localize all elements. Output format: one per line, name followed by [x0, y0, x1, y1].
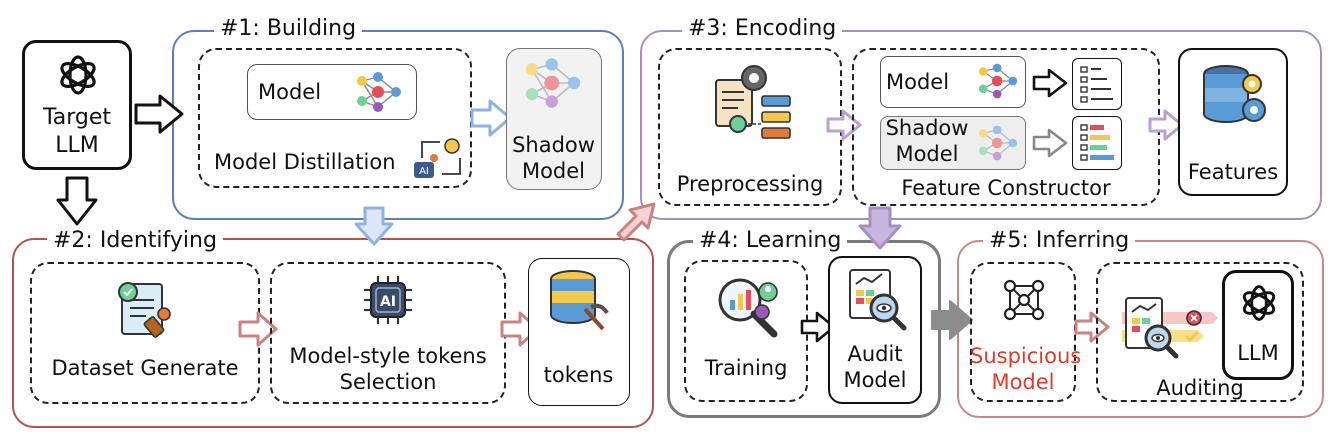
enc-shadow-line1: Shadow — [885, 116, 969, 140]
dataset-generate-label: Dataset Generate — [51, 356, 239, 380]
arrow-right-outline-icon — [1148, 109, 1184, 141]
encoding-panel — [640, 30, 1322, 220]
shadow-model-line1: Shadow — [512, 133, 595, 157]
inferring-title: #5: Inferring — [983, 228, 1136, 254]
bar-chart-icon — [1080, 124, 1114, 161]
ai-distill-icon: AI — [414, 138, 461, 178]
training-label: Training — [704, 356, 788, 380]
target-label-line2: LLM — [55, 133, 99, 158]
features-label: Features — [1187, 160, 1279, 184]
feature-constructor-label: Feature Constructor — [901, 176, 1111, 200]
building-panel — [172, 30, 624, 220]
token-selection-line2: Selection — [339, 370, 437, 394]
tokens-label: tokens — [543, 363, 614, 387]
token-selection-line1: Model-style tokens — [289, 344, 487, 368]
inferring-llm-label: LLM — [1237, 341, 1279, 365]
identifying-panel — [12, 238, 654, 428]
enc-shadow-line2: Model — [895, 142, 959, 166]
audit-model-box: Audit Model — [828, 256, 922, 404]
neural-network-outline-icon — [1003, 279, 1045, 321]
model-label: Model — [258, 80, 322, 104]
arrow-right-outline-icon — [1032, 128, 1068, 158]
distillation-label: Model Distillation — [214, 150, 396, 174]
shadow-model-box: Shadow Model — [506, 48, 602, 190]
audit-model-line2: Model — [843, 368, 907, 392]
arrow-down-icon — [56, 176, 98, 226]
auditing-label: Auditing — [1156, 376, 1244, 400]
database-icon — [550, 270, 609, 331]
features-box: Features — [1178, 48, 1288, 196]
openai-logo-icon — [1242, 285, 1276, 321]
target-llm-box: Target LLM — [22, 40, 132, 170]
arrow-right-outline-icon — [238, 311, 278, 347]
arrow-right-filled-icon — [931, 300, 973, 340]
arrow-up-right-outline-icon — [616, 202, 656, 242]
training-magnifier-icon — [718, 278, 778, 338]
neural-network-icon — [978, 125, 1018, 161]
building-title: #1: Building — [214, 16, 363, 42]
preprocessing-icon — [715, 65, 791, 139]
bar-list-icon — [1080, 66, 1113, 103]
arrow-right-icon — [800, 311, 836, 343]
openai-logo-icon — [60, 55, 96, 95]
neural-network-icon — [525, 58, 581, 108]
learning-title: #4: Learning — [693, 228, 848, 254]
arrow-right-outline-icon — [826, 109, 862, 141]
auditing-group — [1096, 262, 1304, 402]
suspicious-line2: Model — [991, 370, 1055, 394]
dataset-document-icon — [118, 282, 171, 338]
ai-chip-text: AI — [419, 166, 429, 177]
ai-chip-label: AI — [380, 294, 396, 310]
preprocessing-label: Preprocessing — [676, 172, 824, 196]
arrow-down-outline-icon — [858, 206, 902, 250]
audit-report-icon — [849, 269, 907, 331]
arrow-down-outline-icon — [354, 206, 394, 246]
database-gear-icon — [1203, 65, 1266, 123]
neural-network-icon — [357, 72, 401, 112]
neural-network-icon — [978, 63, 1018, 99]
auditing-report-icon — [1122, 297, 1218, 359]
ai-chip-icon: AI — [364, 276, 412, 324]
arrow-right-outline-icon — [1074, 311, 1110, 343]
arrow-right-outline-icon — [470, 99, 512, 137]
encoding-title: #3: Encoding — [682, 16, 843, 42]
target-label-line1: Target — [42, 105, 112, 130]
tokens-box: tokens — [528, 258, 630, 406]
arrow-right-outline-icon — [1032, 68, 1068, 98]
inferring-llm-box: LLM — [1222, 270, 1294, 380]
identifying-title: #2: Identifying — [47, 228, 223, 254]
arrow-right-icon — [134, 94, 184, 134]
model-feature-list — [1072, 58, 1122, 110]
shadow-model-line2: Model — [521, 159, 586, 183]
enc-model-label: Model — [886, 70, 950, 94]
shadow-feature-list — [1072, 116, 1122, 170]
audit-model-line1: Audit — [847, 342, 903, 366]
suspicious-line1: Suspicious — [970, 344, 1082, 368]
